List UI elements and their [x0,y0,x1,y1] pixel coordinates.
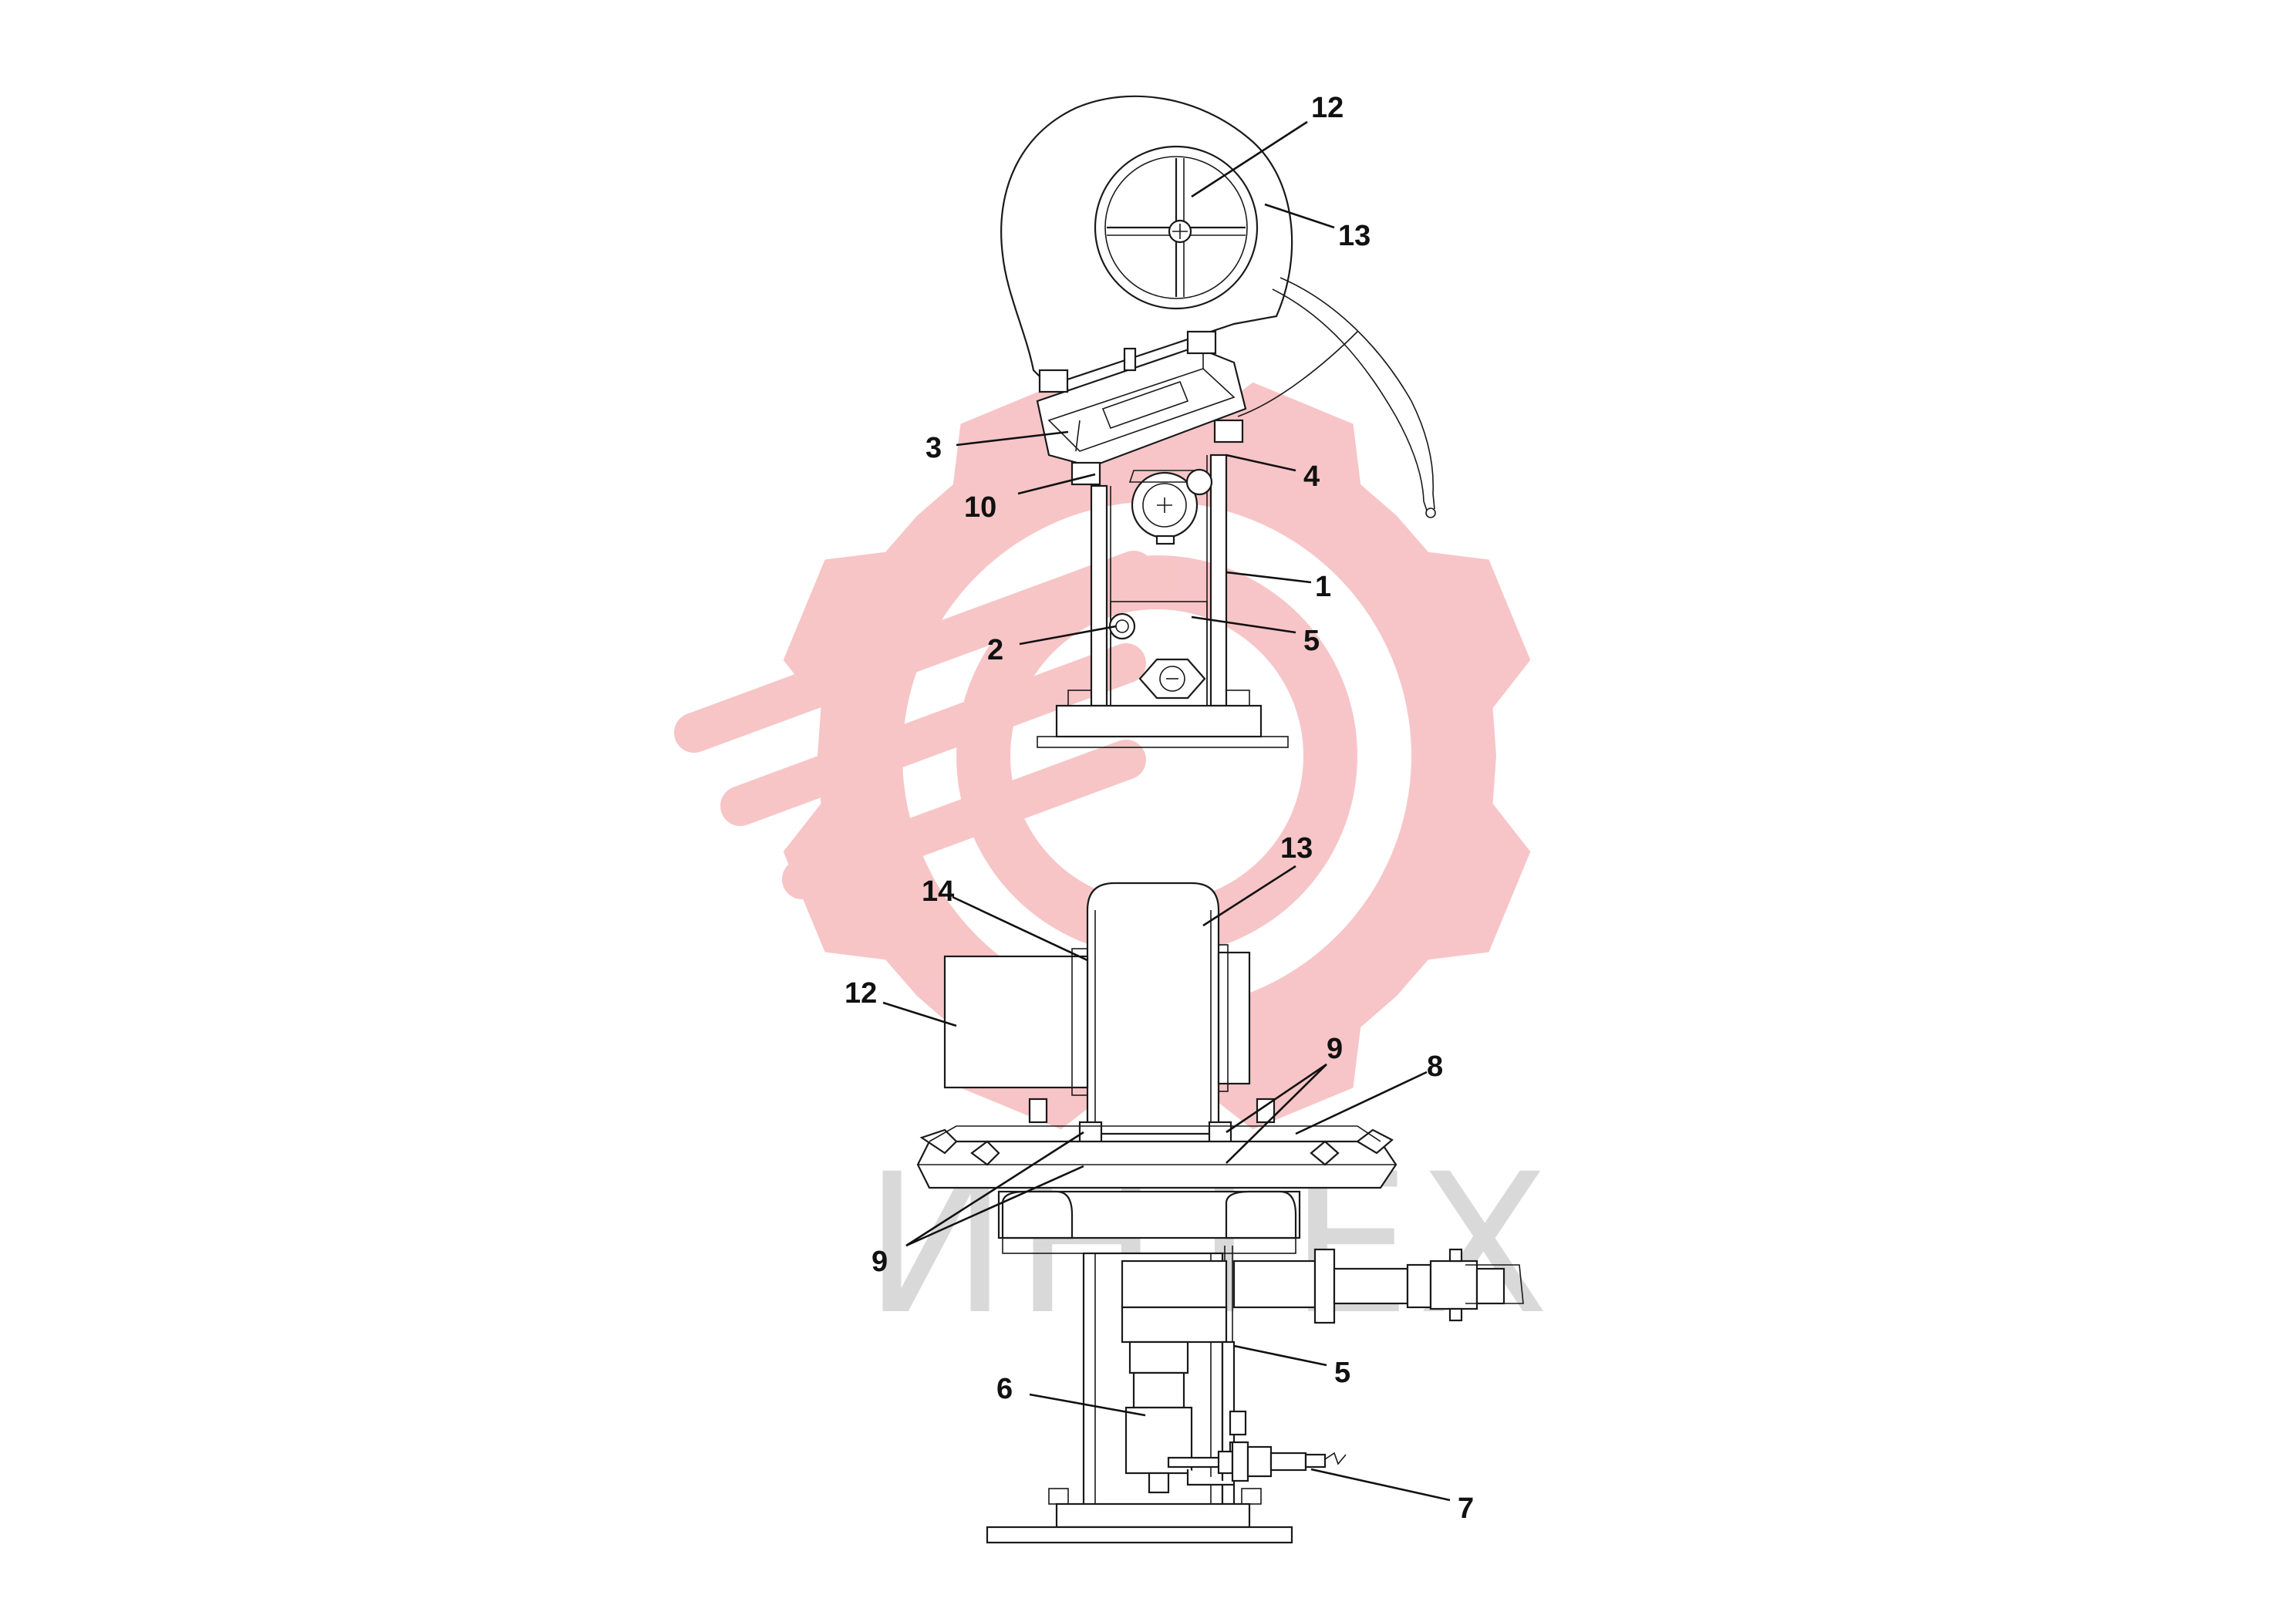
callout-label: 13 [1338,220,1371,252]
callout-label: 12 [1311,92,1344,124]
logo-stripe [674,551,1154,753]
callout-label: 3 [925,432,942,464]
valve-body [1128,1340,1189,1374]
side-base-plate [986,1526,1293,1544]
callout-label: 7 [1458,1492,1474,1525]
gas-pipe [1232,1259,1317,1309]
top-view [1000,95,1436,748]
ignition-electrode [1167,1441,1347,1486]
fan-cable [1279,277,1435,510]
callout-label: 8 [1427,1050,1443,1083]
fan-motor [943,955,1089,1089]
top-base-plate [1055,704,1263,738]
screw-2-icon [1108,612,1136,640]
gas-box [1121,1259,1228,1309]
air-duct [1086,882,1220,1135]
callout-label: 6 [996,1373,1013,1405]
callout-label: 5 [1334,1357,1350,1389]
callout-label: 12 [845,977,877,1010]
callout-label: 9 [1327,1033,1343,1065]
wing-nut-right-icon [1356,1128,1394,1155]
callout-label: 1 [1315,571,1331,603]
support-post-left [1090,484,1108,707]
callout-label: 13 [1280,832,1313,865]
gear-flame-logo-icon [674,382,1531,1130]
callout-label: 5 [1303,625,1320,657]
support-post-right [1209,454,1228,707]
callout-label: 9 [872,1246,888,1278]
logo-stripe [782,740,1146,899]
callouts: 12 13 3 4 10 1 2 5 13 14 12 9 8 9 5 [845,92,1474,1525]
side-view [916,882,1524,1544]
side-base-block [1055,1502,1251,1529]
callout-label: 14 [922,875,954,908]
logo-stripe [720,643,1146,826]
wing-nut-left-icon [919,1128,958,1155]
callout-label: 10 [964,491,996,524]
callout-label: 4 [1303,460,1320,493]
callout-label: 2 [987,634,1003,666]
